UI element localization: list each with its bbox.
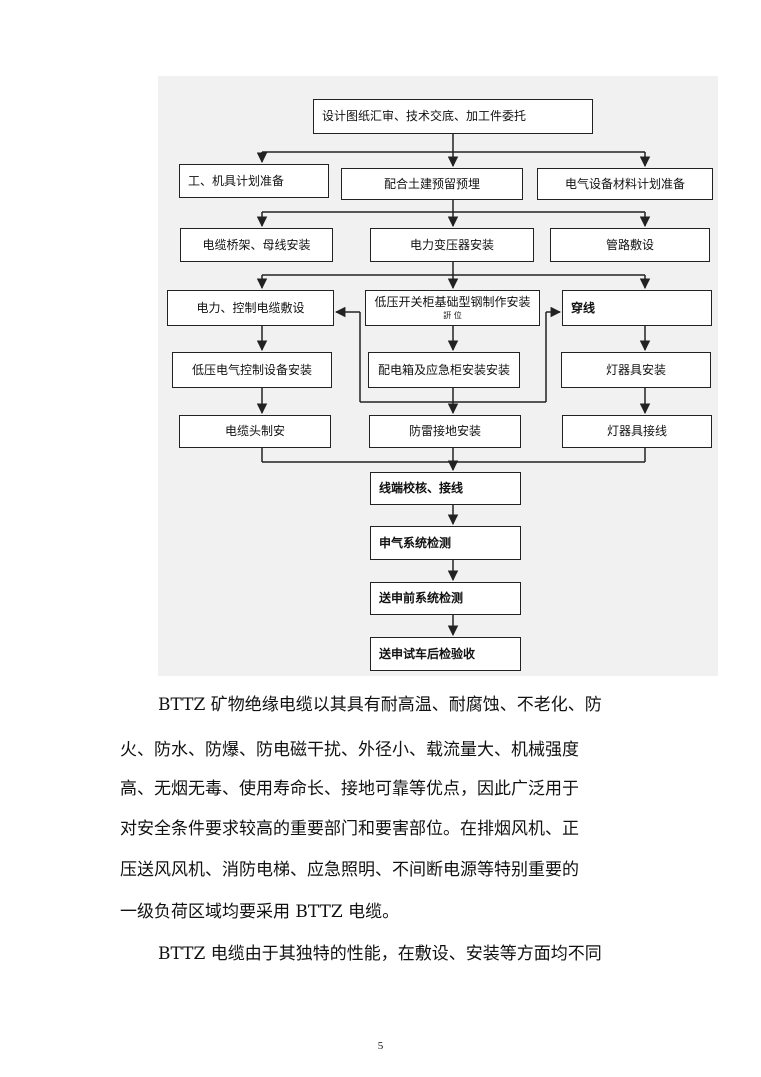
flow-step-acceptance: 送申试车后检验收	[370, 637, 521, 671]
lv-cabinet-base-label: 低压开关柜基础型钢制作安装	[374, 295, 531, 309]
flow-step-civil-embed: 配合土建预留预埋	[341, 168, 523, 200]
flow-step-lamp-wiring: 灯器具接线	[562, 415, 712, 448]
flow-step-pre-power-test: 送申前系统检测	[370, 582, 521, 615]
page-number: 5	[377, 1040, 384, 1052]
flow-step-cable-tray: 电缆桥架、母线安装	[180, 228, 333, 262]
flow-step-distribution-box: 配电箱及应急柜安装安装	[368, 352, 520, 388]
flow-step-transformer: 电力变压器安装	[370, 228, 534, 262]
paragraph-1-line-2: 火、防水、防爆、防电磁干扰、外径小、载流量大、机械强度	[120, 740, 579, 760]
flow-step-power-cable: 电力、控制电缆敷设	[167, 290, 334, 326]
flow-step-cable-head: 电缆头制安	[179, 415, 331, 448]
flow-step-wiring: 穿线	[562, 290, 712, 326]
flow-step-tools-plan: 工、机具计划准备	[179, 164, 329, 198]
flow-step-system-test: 申气系统检测	[370, 526, 521, 560]
flow-step-material-plan: 电气设备材料计划准备	[537, 168, 713, 200]
flow-step-lamp-install: 灯器具安装	[561, 352, 711, 388]
paragraph-2-line-1: BTTZ 电缆由于其独特的性能，在敷设、安装等方面均不同	[158, 944, 602, 964]
flow-step-terminal-check: 线端校核、接线	[370, 472, 521, 505]
paragraph-1-line-5: 压送风风机、消防电梯、应急照明、不间断电源等特别重要的	[120, 860, 579, 880]
paragraph-1-line-3: 高、无烟无毒、使用寿命长、接地可靠等优点，因此广泛用于	[120, 779, 579, 799]
lv-cabinet-base-sublabel: 詽 位	[443, 311, 462, 321]
flow-step-lightning: 防雷接地安装	[369, 415, 521, 448]
flow-step-lv-control: 低压电气控制设备安装	[172, 352, 332, 388]
paragraph-1-line-4: 对安全条件要求较高的重要部门和要害部位。在排烟风机、正	[120, 819, 579, 839]
flow-step-conduit: 管路敷设	[550, 228, 710, 262]
flow-step-lv-cabinet-base: 低压开关柜基础型钢制作安装 詽 位	[365, 290, 540, 326]
paragraph-1-line-1: BTTZ 矿物绝缘电缆以其具有耐高温、耐腐蚀、不老化、防	[158, 695, 602, 715]
paragraph-1-line-6: 一级负荷区域均要采用 BTTZ 电缆。	[120, 902, 400, 922]
flow-step-design-review: 设计图纸汇审、技术交底、加工件委托	[313, 99, 593, 134]
